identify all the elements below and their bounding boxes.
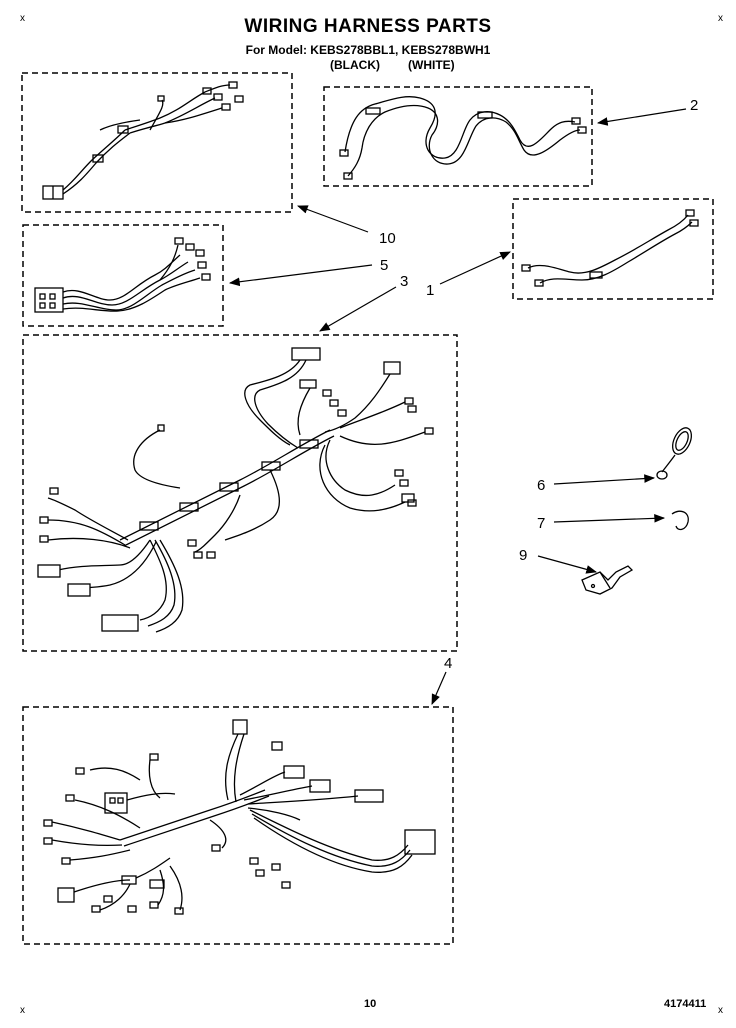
arrow-6: [553, 474, 656, 485]
harness-box-5: [22, 224, 224, 327]
harness-box-4: [22, 706, 454, 945]
page-title: WIRING HARNESS PARTS: [244, 16, 492, 37]
page-number: 10: [364, 998, 377, 1010]
clip-part-7: [671, 510, 689, 531]
corner-mark-bottom-left: x: [20, 1005, 25, 1016]
grommet-part-6: [656, 427, 693, 480]
corner-mark-bottom-right: x: [718, 1005, 723, 1016]
harness-box-2: [323, 86, 593, 187]
part-label-6: 6: [537, 477, 545, 494]
harness-box-3: [22, 334, 458, 652]
bracket-part-9: [581, 565, 634, 595]
part-label-1: 1: [426, 282, 434, 299]
part-label-2: 2: [690, 97, 698, 114]
corner-mark-top-left: x: [20, 13, 25, 24]
part-label-9: 9: [519, 547, 527, 564]
arrow-7: [553, 514, 666, 523]
arrow-2: [596, 108, 687, 126]
variant-black: (BLACK): [330, 58, 380, 72]
model-subtitle: For Model: KEBS278BBL1, KEBS278BWH1: [245, 43, 491, 57]
corner-mark-top-right: x: [718, 13, 723, 24]
document-number: 4174411: [664, 998, 707, 1010]
arrow-10: [296, 205, 369, 233]
arrow-5: [228, 264, 373, 287]
part-label-4: 4: [444, 655, 452, 672]
harness-box-10: [21, 72, 293, 213]
variant-white: (WHITE): [408, 58, 455, 72]
arrow-3: [319, 286, 397, 332]
part-label-3: 3: [400, 273, 408, 290]
arrow-9: [537, 555, 598, 574]
arrow-4: [431, 671, 447, 705]
part-label-7: 7: [537, 515, 545, 532]
arrow-1: [439, 251, 511, 285]
part-label-10: 10: [379, 230, 396, 247]
part-label-5: 5: [380, 257, 388, 274]
harness-box-1: [512, 198, 714, 300]
